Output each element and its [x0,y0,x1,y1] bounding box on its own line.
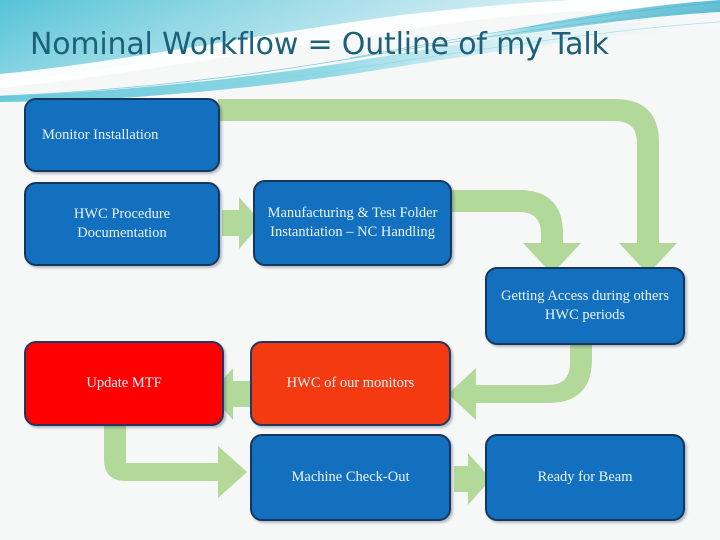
connector-getting-access-to-hwc-our-monitors [448,345,592,420]
node-label: Getting Access during others HWC periods [501,288,669,323]
node-getting-access[interactable]: Getting Access during others HWC periods [485,267,685,345]
header-decoration [0,0,720,104]
node-monitor-installation[interactable]: Monitor Installation [24,98,220,172]
connector-hwc-procedure-to-manufacturing [222,197,262,249]
connector-hwc-our-monitors-to-update-mtf [210,368,250,420]
node-label: Monitor Installation [42,126,159,143]
node-ready-for-beam[interactable]: Ready for Beam [485,434,685,521]
connector-update-mtf-to-machine-check-out [104,424,247,498]
connector-machine-check-out-to-ready-for-beam [454,453,491,505]
node-hwc-our-monitors[interactable]: HWC of our monitors [250,341,451,426]
node-hwc-procedure-doc[interactable]: HWC Procedure Documentation [24,182,220,266]
connector-monitor-installation-to-getting-access [218,99,677,274]
node-manufacturing-test[interactable]: Manufacturing & Test Folder Instantiatio… [253,180,452,266]
connector-manufacturing-to-getting-access [452,190,581,274]
node-machine-check-out[interactable]: Machine Check-Out [250,434,451,521]
node-update-mtf[interactable]: Update MTF [24,341,224,426]
node-label: Manufacturing & Test Folder Instantiatio… [267,205,438,240]
node-label: HWC of our monitors [286,375,415,392]
node-label: Update MTF [86,375,162,392]
node-label: Ready for Beam [537,469,633,486]
node-label: Machine Check-Out [291,469,410,486]
node-label: HWC Procedure Documentation [73,206,171,241]
page-title: Nominal Workflow = Outline of my Talk [30,27,609,62]
